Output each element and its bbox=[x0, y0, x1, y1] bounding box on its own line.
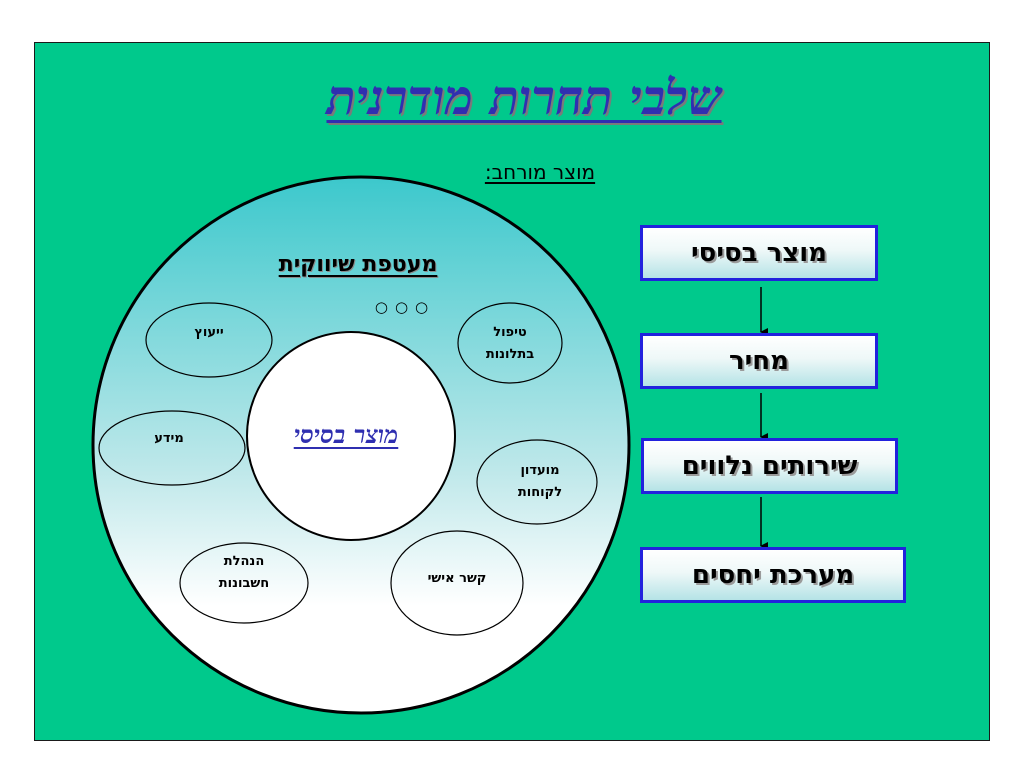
item-customer-club-line1: מועדון bbox=[520, 463, 560, 478]
item-complaints-line2: בתלונות bbox=[485, 347, 535, 362]
ellipse-consulting bbox=[145, 302, 273, 378]
ellipse-customer-club bbox=[476, 439, 598, 525]
flow-box-price: מחיר bbox=[640, 333, 878, 389]
item-consulting-line1: ייעוץ bbox=[194, 325, 224, 340]
core-product-label: מוצר בסיסי bbox=[293, 420, 399, 449]
core-product-circle bbox=[246, 331, 456, 541]
flow-box-services: שירותים נלווים bbox=[641, 438, 898, 494]
item-customer-club: מועדון לקוחות bbox=[490, 460, 590, 504]
item-accounting-line1: הנהלת bbox=[223, 554, 265, 569]
item-complaints-line1: טיפול bbox=[493, 325, 527, 340]
item-complaints: טיפול בתלונות bbox=[458, 322, 562, 366]
marketing-wrapper-label: מעטפת שיווקית bbox=[278, 252, 438, 277]
flow-box-basic-product: מוצר בסיסי bbox=[640, 225, 878, 281]
slide-title: שלבי תחרות מודרנית bbox=[326, 70, 722, 126]
ellipse-complaints bbox=[457, 302, 563, 384]
ellipse-accounting bbox=[179, 542, 309, 624]
flow-box-relationship: מערכת יחסים bbox=[640, 547, 906, 603]
item-consulting: ייעוץ bbox=[159, 322, 259, 344]
ellipse-personal-contact bbox=[390, 530, 524, 636]
item-personal-contact-line1: קשר אישי bbox=[427, 571, 487, 586]
item-personal-contact: קשר אישי bbox=[405, 568, 509, 590]
item-information: מידע bbox=[119, 428, 219, 450]
item-accounting-line2: חשבונות bbox=[218, 576, 270, 591]
item-information-line1: מידע bbox=[154, 431, 184, 446]
ellipsis-dots: ○○○ bbox=[374, 298, 436, 316]
ellipse-information bbox=[98, 410, 246, 486]
item-accounting: הנהלת חשבונות bbox=[194, 551, 294, 595]
item-customer-club-line2: לקוחות bbox=[517, 485, 563, 500]
slide-subtitle: מוצר מורחב: bbox=[484, 160, 596, 184]
